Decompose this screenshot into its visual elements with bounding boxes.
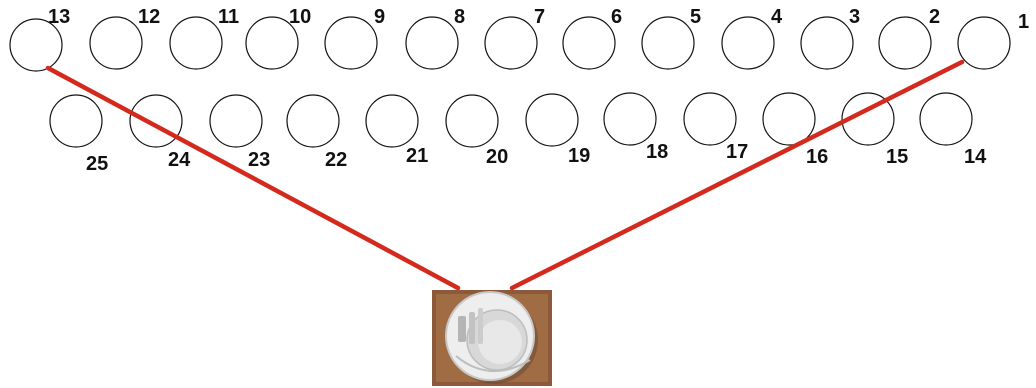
bottom-pin-row: 25 24 23 22 21 20 19 18 xyxy=(49,92,987,175)
smoke-detector-icon xyxy=(445,291,538,384)
pin-24: 24 xyxy=(129,94,191,171)
pin-1-label: 1 xyxy=(1018,11,1029,33)
pin-22-circle xyxy=(286,94,340,148)
pin-12: 12 xyxy=(89,6,160,70)
pin-15-circle xyxy=(841,92,895,146)
pin-14: 14 xyxy=(919,92,987,168)
pin-6-label: 6 xyxy=(611,6,622,28)
pin-12-label: 12 xyxy=(138,6,160,28)
pin-11: 11 xyxy=(169,6,239,70)
pin-21-circle xyxy=(365,94,419,148)
pin-7-circle xyxy=(484,16,538,70)
pin-4: 4 xyxy=(721,6,783,70)
pin-25-circle xyxy=(49,94,103,148)
pin-24-label: 24 xyxy=(168,149,191,171)
pin-22-label: 22 xyxy=(325,149,347,171)
pin-23-label: 23 xyxy=(248,149,270,171)
pin-12-circle xyxy=(89,16,143,70)
pin-2-circle xyxy=(878,16,932,70)
pin-3-circle xyxy=(800,16,854,70)
pin-17: 17 xyxy=(683,92,748,163)
pin-7-label: 7 xyxy=(534,6,545,28)
pin-18-label: 18 xyxy=(646,141,668,163)
pin-10: 10 xyxy=(245,6,311,70)
pin-20-label: 20 xyxy=(486,146,508,168)
pin-15-label: 15 xyxy=(886,146,908,168)
pin-21-label: 21 xyxy=(406,145,428,167)
pin-17-circle xyxy=(683,92,737,146)
pin-14-label: 14 xyxy=(964,146,987,168)
pin-13: 13 xyxy=(9,6,70,72)
pin-1-circle xyxy=(957,16,1011,70)
pin-11-label: 11 xyxy=(218,6,239,28)
pin-5-circle xyxy=(641,16,695,70)
pin-19-circle xyxy=(525,93,579,147)
pin-22: 22 xyxy=(286,94,347,171)
pin-3-label: 3 xyxy=(849,6,860,28)
wire-pin-1-to-detector xyxy=(509,59,965,291)
pin-21: 21 xyxy=(365,94,428,167)
pin-18-circle xyxy=(603,92,657,146)
pin-9-circle xyxy=(324,16,378,70)
pin-6-circle xyxy=(562,16,616,70)
pin-1: 1 xyxy=(957,11,1029,70)
pin-16-circle xyxy=(762,92,816,146)
pin-19-label: 19 xyxy=(568,145,590,167)
pin-17-label: 17 xyxy=(726,141,748,163)
pin-14-circle xyxy=(919,92,973,146)
smoke-detector xyxy=(432,290,552,386)
top-pin-row: 13 12 11 10 9 8 7 6 xyxy=(9,6,1029,72)
pin-15: 15 xyxy=(841,92,908,168)
pin-2-label: 2 xyxy=(929,6,940,28)
pin-19: 19 xyxy=(525,93,590,167)
pin-16-label: 16 xyxy=(806,146,828,168)
pin-4-circle xyxy=(721,16,775,70)
pin-5-label: 5 xyxy=(690,6,701,28)
pin-3: 3 xyxy=(800,6,860,70)
pin-8-label: 8 xyxy=(454,6,465,28)
pin-6: 6 xyxy=(562,6,622,70)
pin-10-label: 10 xyxy=(289,6,311,28)
pin-8-circle xyxy=(405,16,459,70)
pin-4-label: 4 xyxy=(771,6,783,28)
pin-9: 9 xyxy=(324,6,385,70)
pin-25: 25 xyxy=(49,94,108,175)
pin-11-circle xyxy=(169,16,223,70)
pin-9-label: 9 xyxy=(374,6,385,28)
pin-2: 2 xyxy=(878,6,940,70)
pin-20-circle xyxy=(445,94,499,148)
pin-24-circle xyxy=(129,94,183,148)
pin-7: 7 xyxy=(484,6,545,70)
pin-20: 20 xyxy=(445,94,508,168)
wire-pin-13-to-detector xyxy=(45,65,461,291)
pin-8: 8 xyxy=(405,6,465,70)
pin-13-label: 13 xyxy=(48,6,70,28)
pin-23: 23 xyxy=(209,94,270,171)
pin-23-circle xyxy=(209,94,263,148)
pin-13-circle xyxy=(9,18,63,72)
pin-5: 5 xyxy=(641,6,701,70)
wires xyxy=(45,59,965,291)
pin-10-circle xyxy=(245,16,299,70)
pin-18: 18 xyxy=(603,92,668,163)
pin-16: 16 xyxy=(762,92,828,168)
pin-25-label: 25 xyxy=(86,153,108,175)
